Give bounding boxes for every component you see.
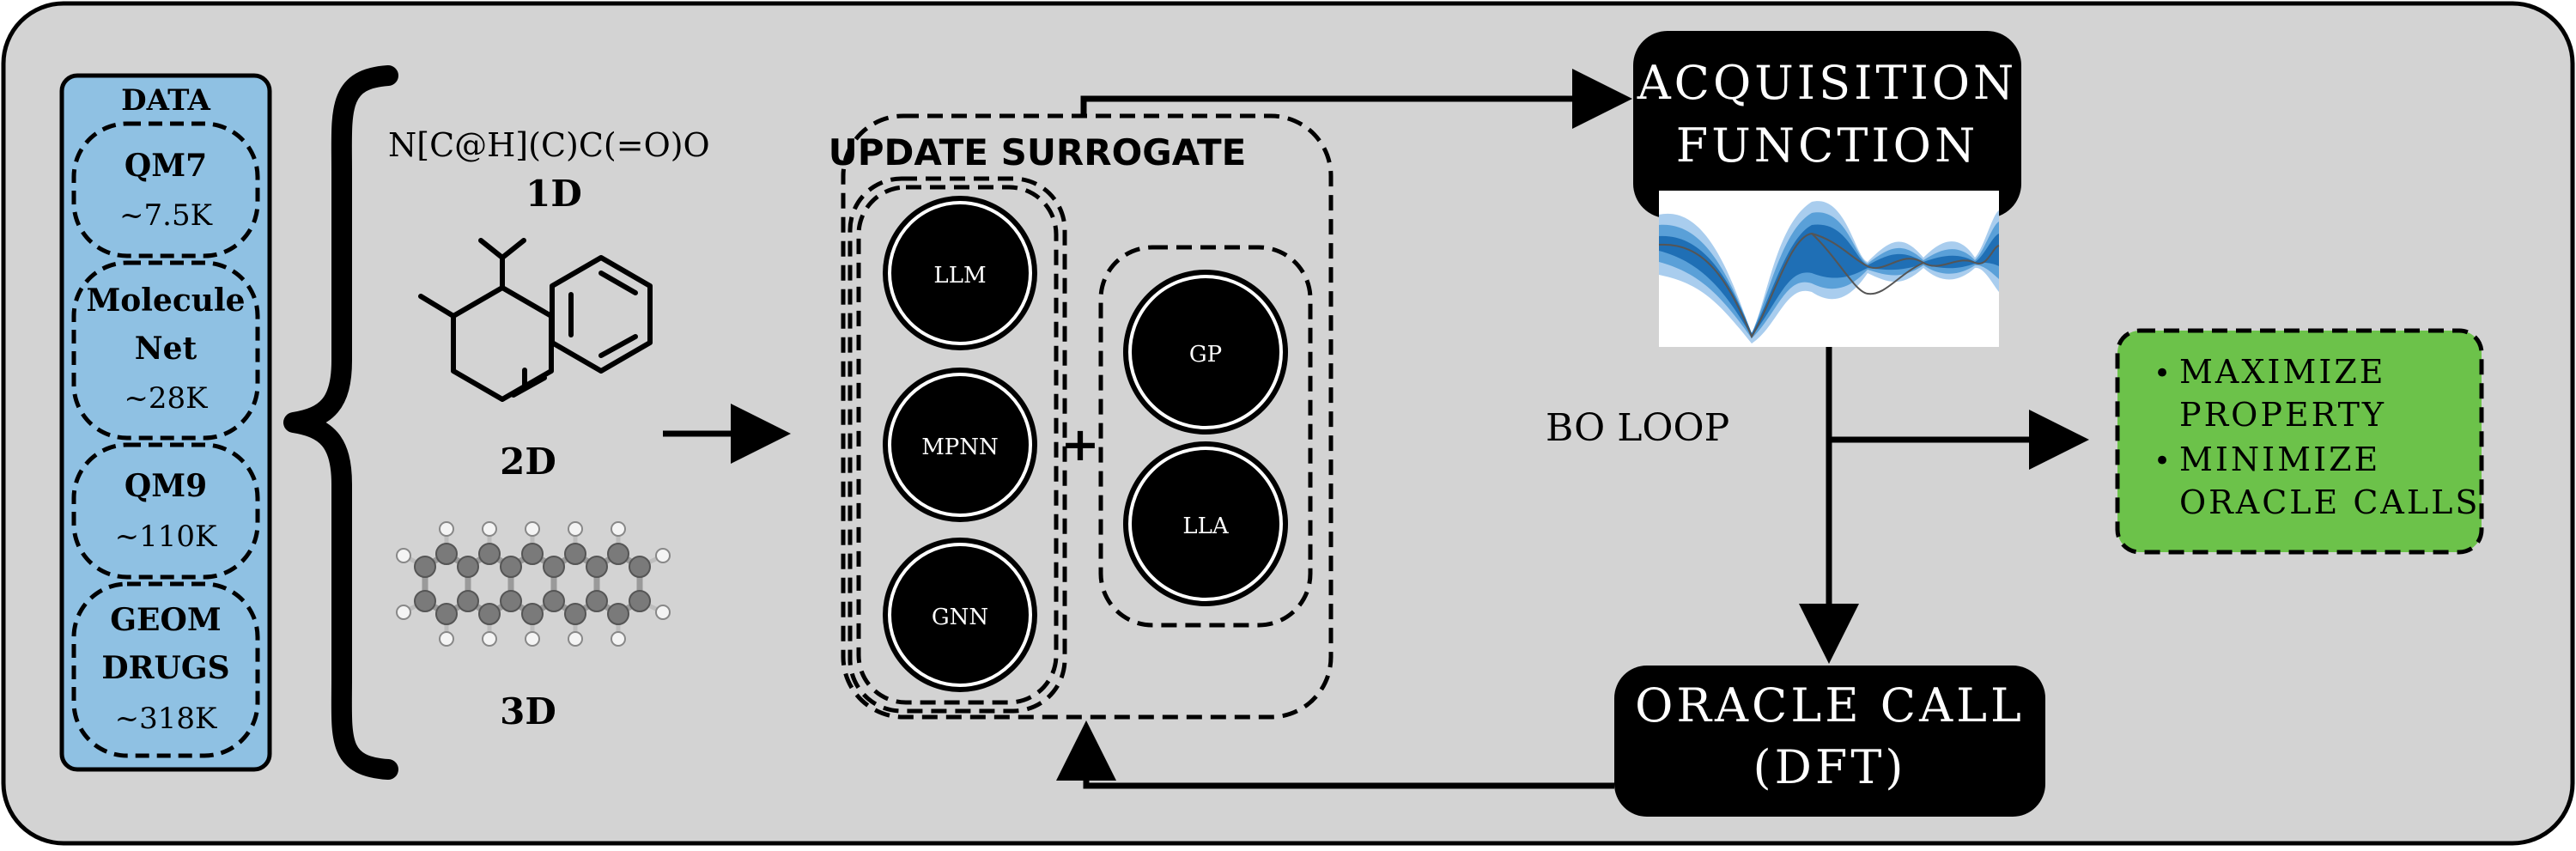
goal-2-line2: ORACLE CALLS [2179,483,2480,521]
smiles-string: N[C@H](C)C(=O)O [388,126,710,164]
goal-2-line1: MINIMIZE [2179,441,2380,478]
dataset-qm9-size: ~110K [115,520,217,554]
goal-1-bullet: • [2154,356,2171,391]
goal-2-bullet: • [2154,444,2171,478]
arrow-to-acquisition [1080,69,1632,129]
acquisition-box [1633,31,2021,218]
acquisition-block: ACQUISITION FUNCTION [1633,31,2021,347]
goals-block: • MAXIMIZE PROPERTY • MINIMIZE ORACLE CA… [2115,328,2484,555]
acquisition-title-line2: FUNCTION [1676,119,1978,173]
goal-1-line1: MAXIMIZE [2179,353,2385,391]
3d-ball-and-stick-molecule-icon [396,521,671,647]
node-lla: LLA [1123,441,1288,606]
bo-loop-label: BO LOOP [1546,406,1729,450]
surrogate-block: UPDATE SURROGATE LLM MPNN GNN + GP [829,113,1334,720]
label-3d: 3D [500,690,556,732]
node-mpnn-label: MPNN [921,435,999,460]
2d-molecule-structure-icon [418,238,653,402]
acquisition-title-line1: ACQUISITION [1637,56,2018,110]
surrogate-box [841,113,1334,720]
node-gp: GP [1123,270,1288,435]
node-llm-label: LLM [933,263,986,289]
dataset-qm7: QM7 ~7.5K [71,121,260,258]
dataset-moleculenet: Molecule Net ~28K [71,260,260,441]
dataset-qm7-name: QM7 [125,148,207,184]
dataset-qm7-size: ~7.5K [119,198,213,233]
data-box [59,73,272,772]
dataset-geom-drugs-name-line2: DRUGS [101,650,229,686]
dataset-moleculenet-size: ~28K [124,381,208,416]
dataset-geom-drugs-name-line1: GEOM [110,602,221,638]
node-gp-label: GP [1189,342,1222,368]
dataset-moleculenet-name-line1: Molecule [86,283,245,319]
dataset-qm9-name: QM9 [125,468,207,504]
oracle-block: ORACLE CALL (DFT) [1614,666,2045,817]
oracle-title-line2: (DFT) [1753,740,1907,794]
node-llm: LLM [883,196,1037,350]
goal-1-line2: PROPERTY [2179,396,2386,434]
arrow-loop-back [1056,720,1614,789]
node-gnn-label: GNN [932,605,988,630]
dataset-moleculenet-name-line2: Net [135,331,197,367]
node-lla-label: LLA [1182,514,1230,539]
node-mpnn: MPNN [883,368,1037,522]
oracle-title-line1: ORACLE CALL [1635,678,2025,732]
representations: N[C@H](C)C(=O)O 1D 2D [388,126,710,732]
curly-brace-icon [283,65,398,780]
dataset-geom-drugs: GEOM DRUGS ~318K [71,581,260,758]
surrogate-title: UPDATE SURROGATE [829,131,1247,173]
label-2d: 2D [500,441,556,483]
dataset-qm9: QM9 ~110K [71,442,260,580]
goals-box [2115,328,2484,555]
label-1d: 1D [526,173,582,215]
dataset-geom-drugs-size: ~318K [115,702,217,736]
data-title: DATA [121,83,210,118]
oracle-box [1614,666,2045,817]
plus-sign: + [1060,417,1099,471]
node-gnn: GNN [883,538,1037,692]
feature-model-group-inner [856,185,1059,705]
data-panel: DATA QM7 ~7.5K Molecule Net ~28K QM9 ~11… [59,73,272,772]
feature-model-group [848,176,1067,714]
gaussian-process-uncertainty-plot-icon [1658,191,2000,347]
head-model-group [1098,245,1313,628]
